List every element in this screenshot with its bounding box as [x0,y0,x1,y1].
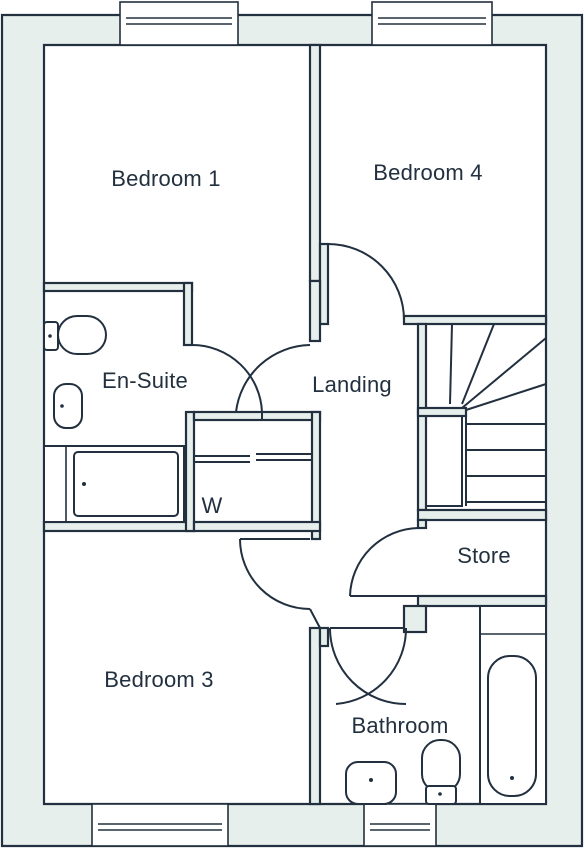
label-en-suite: En-Suite [102,368,188,393]
window-bedroom1 [119,1,239,46]
label-bedroom-3: Bedroom 3 [104,667,213,692]
label-landing: Landing [312,372,392,397]
window-bedroom3 [91,803,229,847]
label-bedroom-1: Bedroom 1 [111,166,220,191]
label-store: Store [457,543,511,568]
bathroom-toilet [421,739,461,805]
ensuite-toilet [43,315,107,355]
ensuite-shower [43,445,185,523]
wardrobe-rails [193,419,313,523]
window-bedroom4 [371,1,493,46]
window-bathroom [363,803,437,847]
ensuite-basin [53,383,83,429]
staircase [416,323,547,507]
label-bathroom: Bathroom [352,713,449,738]
bathroom-basin [345,761,397,805]
label-bedroom-4: Bedroom 4 [373,160,482,185]
bathroom-bath [479,605,547,805]
doors [191,243,419,705]
label-wardrobe: W [202,493,223,518]
